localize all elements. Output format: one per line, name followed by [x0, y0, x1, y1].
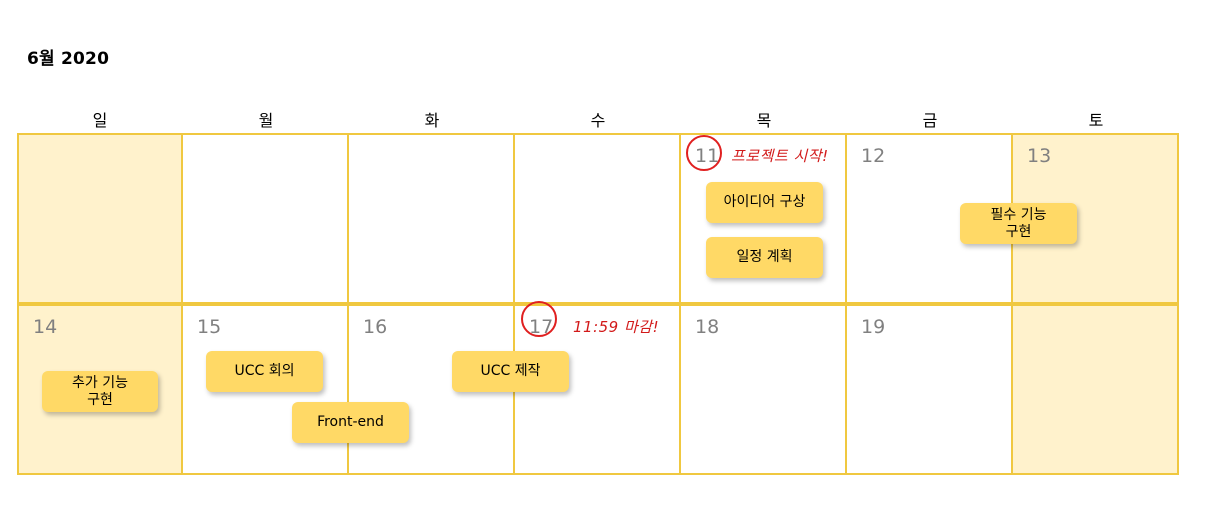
handwritten-note-project-start: 프로젝트 시작! [731, 147, 829, 165]
event-ucc-meeting[interactable]: UCC 회의 [206, 351, 323, 392]
calendar-grid: 11 12 13 14 15 16 17 18 19 [17, 133, 1179, 475]
event-idea[interactable]: 아이디어 구상 [706, 182, 823, 223]
circle-annotation-17 [521, 301, 557, 337]
weekday-sat: 토 [1088, 111, 1104, 130]
weekday-mon: 월 [258, 111, 274, 130]
page-title: 6월 2020 [27, 49, 110, 69]
circle-annotation-11 [686, 135, 722, 171]
day-cell[interactable] [515, 133, 681, 304]
date-number: 13 [1027, 145, 1052, 167]
day-cell[interactable] [17, 133, 183, 304]
event-required-features[interactable]: 필수 기능 구현 [960, 203, 1077, 244]
date-number: 18 [695, 316, 720, 338]
date-number: 14 [33, 316, 58, 338]
weekday-thu: 목 [756, 111, 772, 130]
day-cell[interactable] [183, 133, 349, 304]
day-cell[interactable] [1013, 304, 1179, 475]
weekday-wed: 수 [590, 111, 606, 130]
weekday-header: 일 월 화 수 목 금 토 [17, 107, 1179, 133]
event-ucc-production[interactable]: UCC 제작 [452, 351, 569, 392]
event-front-end[interactable]: Front-end [292, 402, 409, 443]
date-number: 15 [197, 316, 222, 338]
day-cell-18[interactable]: 18 [681, 304, 847, 475]
date-number: 16 [363, 316, 388, 338]
day-cell[interactable] [349, 133, 515, 304]
handwritten-note-deadline: 11:59 마감! [573, 318, 660, 336]
date-number: 19 [861, 316, 886, 338]
date-number: 12 [861, 145, 886, 167]
weekday-fri: 금 [922, 111, 938, 130]
weekday-tue: 화 [424, 111, 440, 130]
event-schedule-plan[interactable]: 일정 계획 [706, 237, 823, 278]
day-cell-19[interactable]: 19 [847, 304, 1013, 475]
weekday-sun: 일 [92, 111, 108, 130]
event-extra-features[interactable]: 추가 기능 구현 [42, 371, 158, 412]
